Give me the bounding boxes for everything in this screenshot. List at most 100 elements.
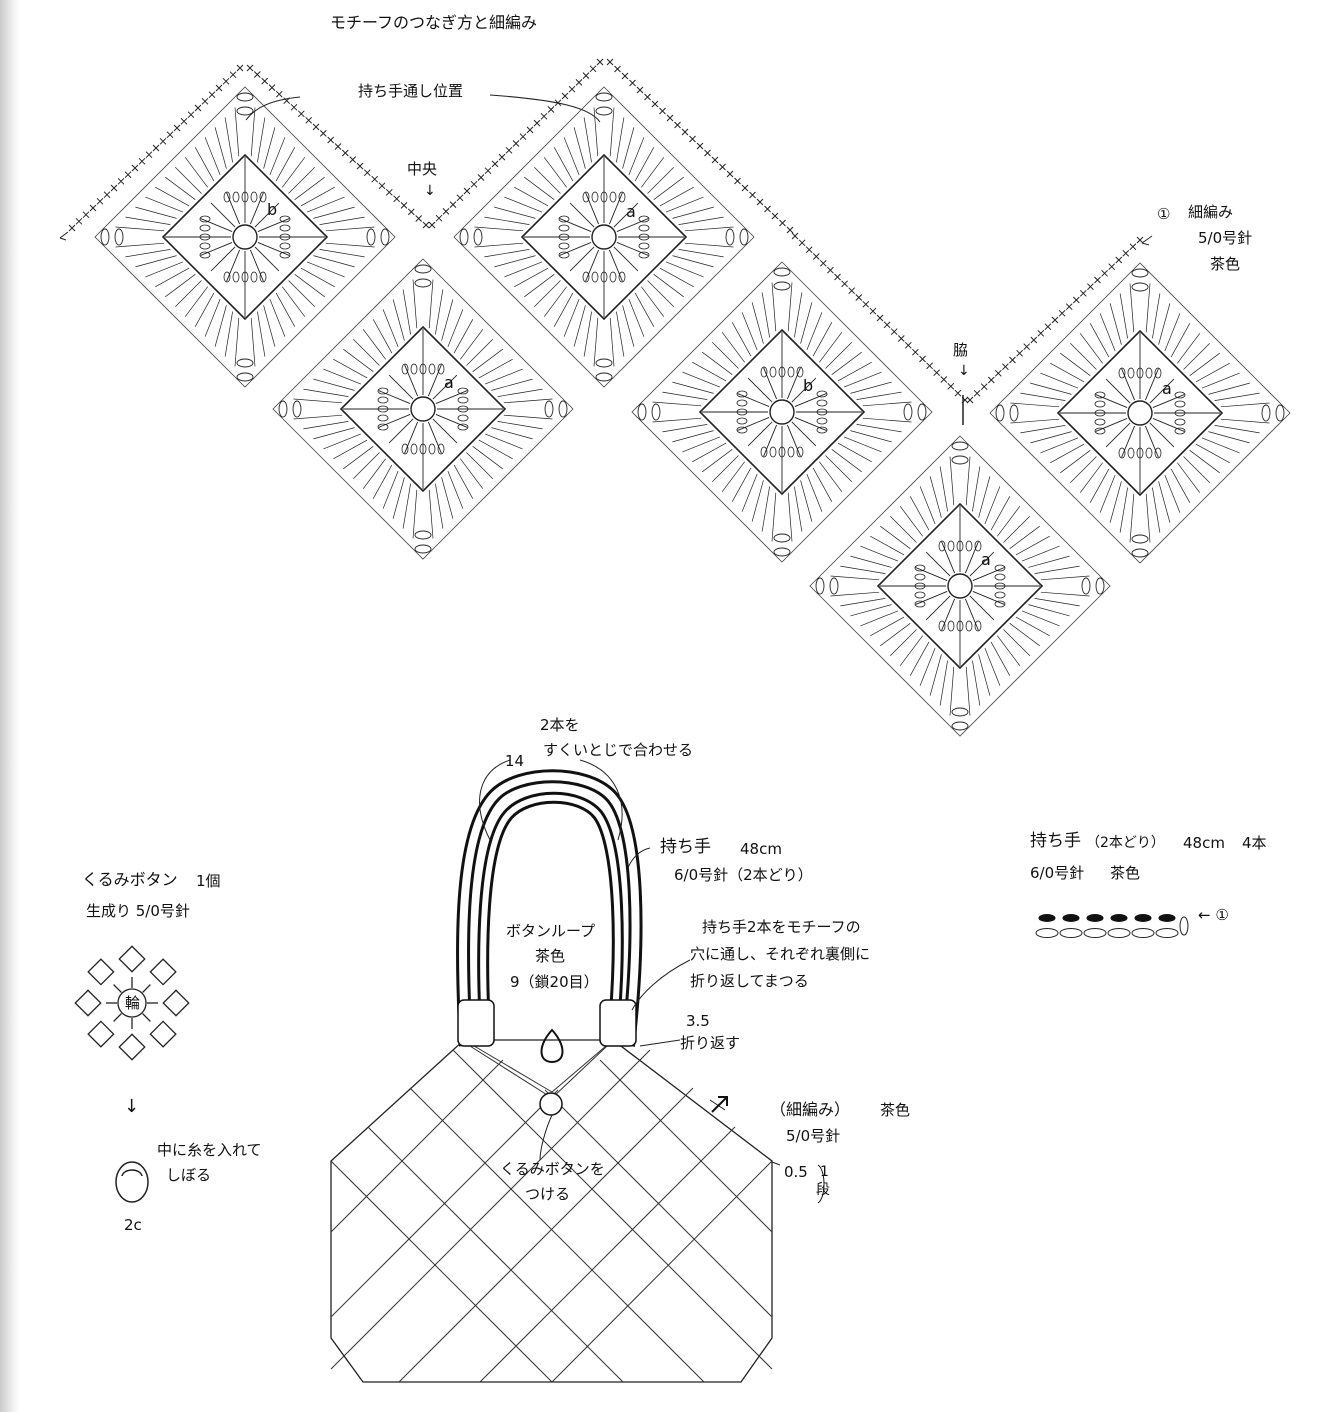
button-chart-petal — [118, 945, 146, 973]
motif-stitch-tick — [840, 598, 886, 607]
motif-petal-stitch — [769, 446, 777, 458]
motif-stitch-tick — [573, 127, 586, 169]
edge-sc-mark — [973, 389, 981, 397]
edge-sc-mark — [89, 204, 97, 212]
motif-stitch-tick — [484, 249, 530, 258]
motif-stitch-tick — [325, 226, 375, 232]
handle-join-note: 2本を — [540, 716, 580, 734]
center-arrow: ↓ — [424, 183, 436, 199]
handle-gap: 14 — [505, 752, 525, 770]
handle-fold-right — [599, 999, 637, 1047]
motif-spoke — [559, 218, 592, 233]
edge-sc-mark — [246, 64, 254, 72]
motif-stitch-tick — [856, 391, 902, 400]
edge-sc-mark — [966, 396, 974, 404]
motif-spoke — [1149, 378, 1175, 404]
button-chart-petal — [149, 1020, 177, 1048]
motif-stitch-tick — [678, 216, 724, 225]
motif-stitch-tick — [972, 660, 981, 706]
edge-sc-mark — [1065, 303, 1073, 311]
motif-stitch-tick — [1145, 493, 1151, 543]
motif-corner-chain — [236, 106, 254, 116]
motif-corner-chain — [595, 372, 613, 382]
motif-stitch-tick — [1189, 450, 1220, 474]
edge-sc-mark — [855, 294, 863, 301]
edge-sc-mark — [827, 266, 834, 274]
button-chart-spoke — [142, 1013, 151, 1022]
motif-petal-stitch — [965, 620, 973, 632]
motif-petal-stitch — [1145, 447, 1153, 459]
edge-sc-mark — [180, 117, 188, 125]
motif-petal-stitch — [437, 363, 445, 375]
edge-sc-mark — [1009, 356, 1016, 364]
motif-stitch-tick — [447, 309, 464, 348]
motif-petal-stitch — [914, 573, 926, 581]
edge-sc-mark — [589, 65, 597, 73]
edge-sc-mark — [696, 142, 704, 150]
edge-sc-mark — [138, 157, 146, 165]
edge-sc-mark — [1002, 363, 1009, 371]
motif-stitch-tick — [194, 147, 215, 182]
motif-petal-stitch — [736, 399, 748, 407]
edge-sc-mark — [666, 114, 674, 122]
motif-stitch-tick — [372, 319, 393, 354]
motif-petal-stitch — [419, 443, 427, 455]
edge-sc-mark — [407, 208, 415, 216]
motif-spoke — [613, 246, 639, 272]
motif-stitch-tick — [282, 286, 306, 317]
edge-sc-mark — [834, 273, 841, 281]
motif-stitch-tick — [1220, 402, 1270, 408]
edge-rows-unit: 段 — [816, 1182, 830, 1198]
motif-spoke — [747, 377, 773, 403]
motif-stitch-tick — [890, 629, 917, 657]
motif-stitch-tick — [573, 305, 586, 347]
edge-sc-mark — [1136, 236, 1144, 244]
motif-corner-chain — [773, 281, 791, 291]
motif-stitch-tick — [1030, 431, 1072, 444]
motif-spoke — [1095, 417, 1128, 432]
motif-stitch-tick — [294, 176, 325, 200]
edge-sc-mark — [415, 215, 423, 222]
edge-sc-mark — [334, 143, 342, 150]
motif-corner-chain — [414, 278, 432, 288]
motif-stitch-tick — [672, 255, 714, 268]
motif-stitch-tick — [412, 489, 418, 539]
motif-spoke — [791, 421, 817, 447]
motif-petal-stitch — [956, 620, 964, 632]
motif-stitch-tick — [543, 157, 567, 188]
motif-stitch-tick — [899, 635, 923, 666]
motif-spoke — [378, 413, 411, 428]
edging-hook: 5/0号針 — [1198, 229, 1253, 247]
edge-sc-mark — [428, 221, 436, 229]
motif-petal-stitch — [199, 215, 211, 223]
edge-sc-mark — [470, 180, 478, 188]
motif-petal-stitch — [1136, 367, 1144, 379]
edge-sc-mark — [1122, 249, 1130, 257]
motif-stitch-tick — [880, 623, 911, 647]
motif-corner-chain — [773, 547, 791, 557]
motif-spoke — [747, 421, 773, 447]
motif-stitch-tick — [1119, 487, 1128, 533]
motif-stitch-tick — [1010, 418, 1060, 424]
edge-sc-mark — [1072, 296, 1080, 304]
motif-stitch-tick — [665, 261, 704, 278]
edge-sc-mark — [356, 162, 364, 170]
motif-stitch-tick — [257, 311, 266, 357]
edge-sc-mark — [385, 188, 393, 196]
motif-stitch-tick — [794, 292, 803, 338]
motif-stitch-tick — [1183, 456, 1211, 484]
edge-sc-mark — [596, 58, 604, 66]
motif-stitch-tick — [712, 455, 739, 483]
handle-detail-start: ← ① — [1198, 906, 1229, 924]
motif-corner-chain — [951, 455, 969, 465]
edge-sc-mark — [1058, 309, 1066, 317]
motif-stitch-tick — [224, 117, 233, 163]
motif-stitch-tick — [1030, 382, 1072, 395]
motif-spoke — [1105, 422, 1131, 448]
motif-petal-stitch — [938, 620, 946, 632]
motif-stitch-tick — [806, 473, 823, 512]
loop-size: 9（鎖20目） — [510, 973, 599, 991]
motif-stitch-tick — [303, 421, 349, 430]
motif-corner-chain — [637, 403, 647, 421]
motif-spoke — [616, 218, 649, 233]
